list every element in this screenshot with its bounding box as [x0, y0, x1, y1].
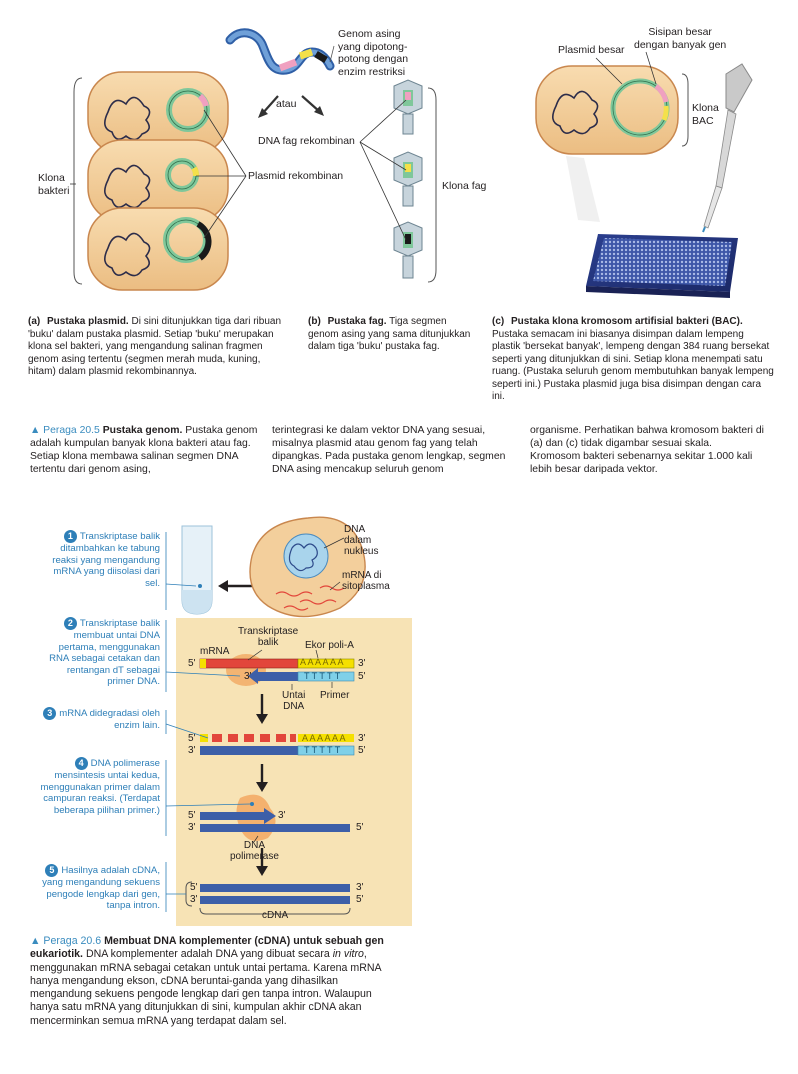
label-untai-dna: Untai DNA	[282, 690, 306, 712]
phage-1	[393, 79, 423, 135]
label-5prime-step4-bottom: 5'	[356, 822, 364, 833]
label-3prime-step3-top: 3'	[358, 733, 366, 744]
label-dna-polimerase: DNA polimerase	[230, 840, 279, 862]
foreign-genome-fragment	[225, 28, 335, 75]
bacterial-cell-2	[87, 139, 229, 223]
phage-2	[393, 151, 423, 207]
label-primer: Primer	[320, 690, 350, 701]
microplate-384	[586, 234, 738, 298]
label-ekor-poli-a: Ekor poli-A	[305, 640, 354, 651]
label-3prime-mrna: 3'	[358, 658, 366, 669]
label-3prime-step4: 3'	[188, 822, 196, 833]
bacterial-cell-3	[87, 207, 229, 291]
label-klona-fag: Klona fag	[442, 180, 487, 192]
label-5prime-cdna-bottom: 5'	[356, 894, 364, 905]
figure-20-5-caption-col2: terintegrasi ke dalam vektor DNA yang se…	[272, 425, 506, 475]
label-5prime-step4: 5'	[188, 810, 196, 821]
caption-b: (b) Pustaka fag. Tiga segmen genom asing…	[308, 316, 471, 352]
label-plasmid-rekombinan: Plasmid rekombinan	[248, 170, 344, 182]
label-5prime-step3: 5'	[188, 733, 196, 744]
label-mrna-sitoplasma: mRNA di sitoplasma	[342, 570, 390, 592]
label-dna-nukleus: DNA dalam nukleus	[344, 524, 379, 557]
bacterial-cell-1	[87, 71, 229, 155]
test-tube	[181, 525, 213, 615]
label-transkriptase-balik: Transkriptase balik	[238, 626, 299, 648]
label-5prime-mrna: 5'	[188, 658, 196, 669]
label-5prime-step3-bottom: 5'	[358, 745, 366, 756]
step4-strands	[200, 794, 350, 841]
label-klona-bac: Klona BAC	[692, 102, 719, 127]
label-plasmid-besar: Plasmid besar	[558, 44, 625, 56]
label-3prime-step3: 3'	[188, 745, 196, 756]
figure-20-6-caption: ▲ Peraga 20.6 Membuat DNA komplementer (…	[30, 935, 384, 1027]
label-dna-fag-rekombinan: DNA fag rekombinan	[258, 135, 355, 147]
label-mrna: mRNA	[200, 646, 230, 657]
step-leader-lines	[165, 532, 251, 912]
step3-strands	[200, 734, 355, 756]
label-polyt: T T T T T	[304, 671, 341, 681]
label-5prime-cdna: 5'	[190, 882, 198, 893]
label-cdna: cDNA	[262, 910, 289, 921]
figure-20-5-caption-col1: ▲ Peraga 20.5 Pustaka genom. Pustaka gen…	[30, 425, 258, 475]
bracket-klona-fag	[427, 87, 437, 283]
label-3prime-cdna: 3'	[190, 894, 198, 905]
label-3prime-step4-top: 3'	[278, 810, 286, 821]
reaction-panel	[176, 618, 412, 926]
label-genom-asing: Genom asing yang dipotong- potong dengan…	[338, 28, 409, 78]
caption-a: (a) Pustaka plasmid. Di sini ditunjukkan…	[28, 316, 282, 377]
cdna-double-strand	[200, 884, 350, 904]
bac-cell	[535, 65, 679, 155]
multichannel-pipette	[702, 63, 753, 233]
figure-20-5-caption-col3: organisme. Perhatikan bahwa kromosom bak…	[530, 425, 764, 475]
label-5prime-primer: 5'	[358, 671, 366, 682]
label-3prime-cdna-top: 3'	[356, 882, 364, 893]
label-atau: atau	[276, 98, 297, 110]
label-polya-tail: A A A A A A	[300, 657, 344, 667]
label-3prime-dna: 3'	[244, 671, 252, 682]
label-sisipan-besar: Sisipan besar dengan banyak gen	[634, 26, 727, 51]
caption-c: (c) Pustaka klona kromosom artifisial ba…	[492, 316, 774, 402]
phage-3	[393, 221, 423, 279]
label-polyt-step3: T T T T T	[304, 745, 341, 755]
label-polya-step3: A A A A A A	[302, 733, 346, 743]
bracket-klona-bakteri	[73, 77, 83, 285]
label-klona-bakteri: Klona bakteri	[38, 172, 70, 197]
